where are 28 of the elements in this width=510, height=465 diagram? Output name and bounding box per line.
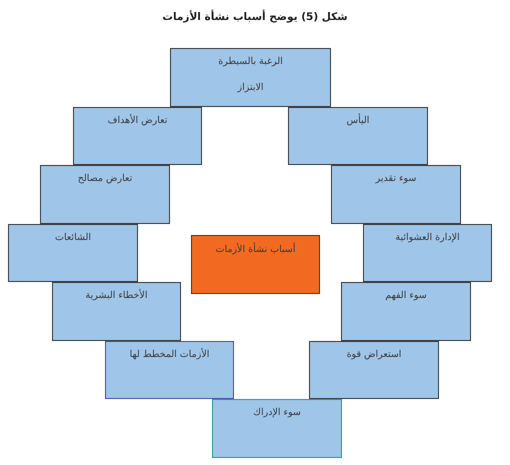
cause-box [288, 107, 428, 165]
cause-box [309, 341, 439, 399]
cause-box [40, 165, 170, 224]
cause-label: الإدارة العشوائية [395, 231, 460, 245]
cause-box [73, 107, 202, 165]
cause-label: سوء الإدراك [253, 406, 301, 420]
cause-label: تعارض الأهداف [108, 114, 168, 128]
cause-box [212, 399, 342, 458]
cause-label: الابتزاز [237, 81, 264, 95]
cause-box [331, 165, 461, 224]
cause-box [8, 224, 138, 282]
cause-label: اليأس [346, 114, 370, 128]
cause-box [363, 224, 492, 282]
diagram-title: شكل (5) يوضح أسباب نشأة الأزمات [162, 9, 348, 25]
cause-label: تعارض مصالح [78, 172, 132, 186]
cause-box [170, 48, 331, 107]
cause-label: سوء تقدير [376, 172, 416, 186]
cause-label: الأخطاء البشرية [86, 289, 148, 303]
topic-label: أسباب نشأة الأزمات [216, 243, 296, 257]
cause-label: الرغبة بالسيطرة [218, 55, 283, 69]
cause-box [52, 282, 181, 341]
cause-box [341, 282, 471, 341]
cause-label: استعراض قوة [346, 348, 402, 362]
cause-label: سوء الفهم [385, 289, 427, 303]
cause-label: الأزمات المخطط لها [130, 348, 210, 362]
cause-box [105, 341, 234, 399]
cause-label: الشائعات [55, 231, 91, 245]
central-topic-box [191, 235, 320, 294]
